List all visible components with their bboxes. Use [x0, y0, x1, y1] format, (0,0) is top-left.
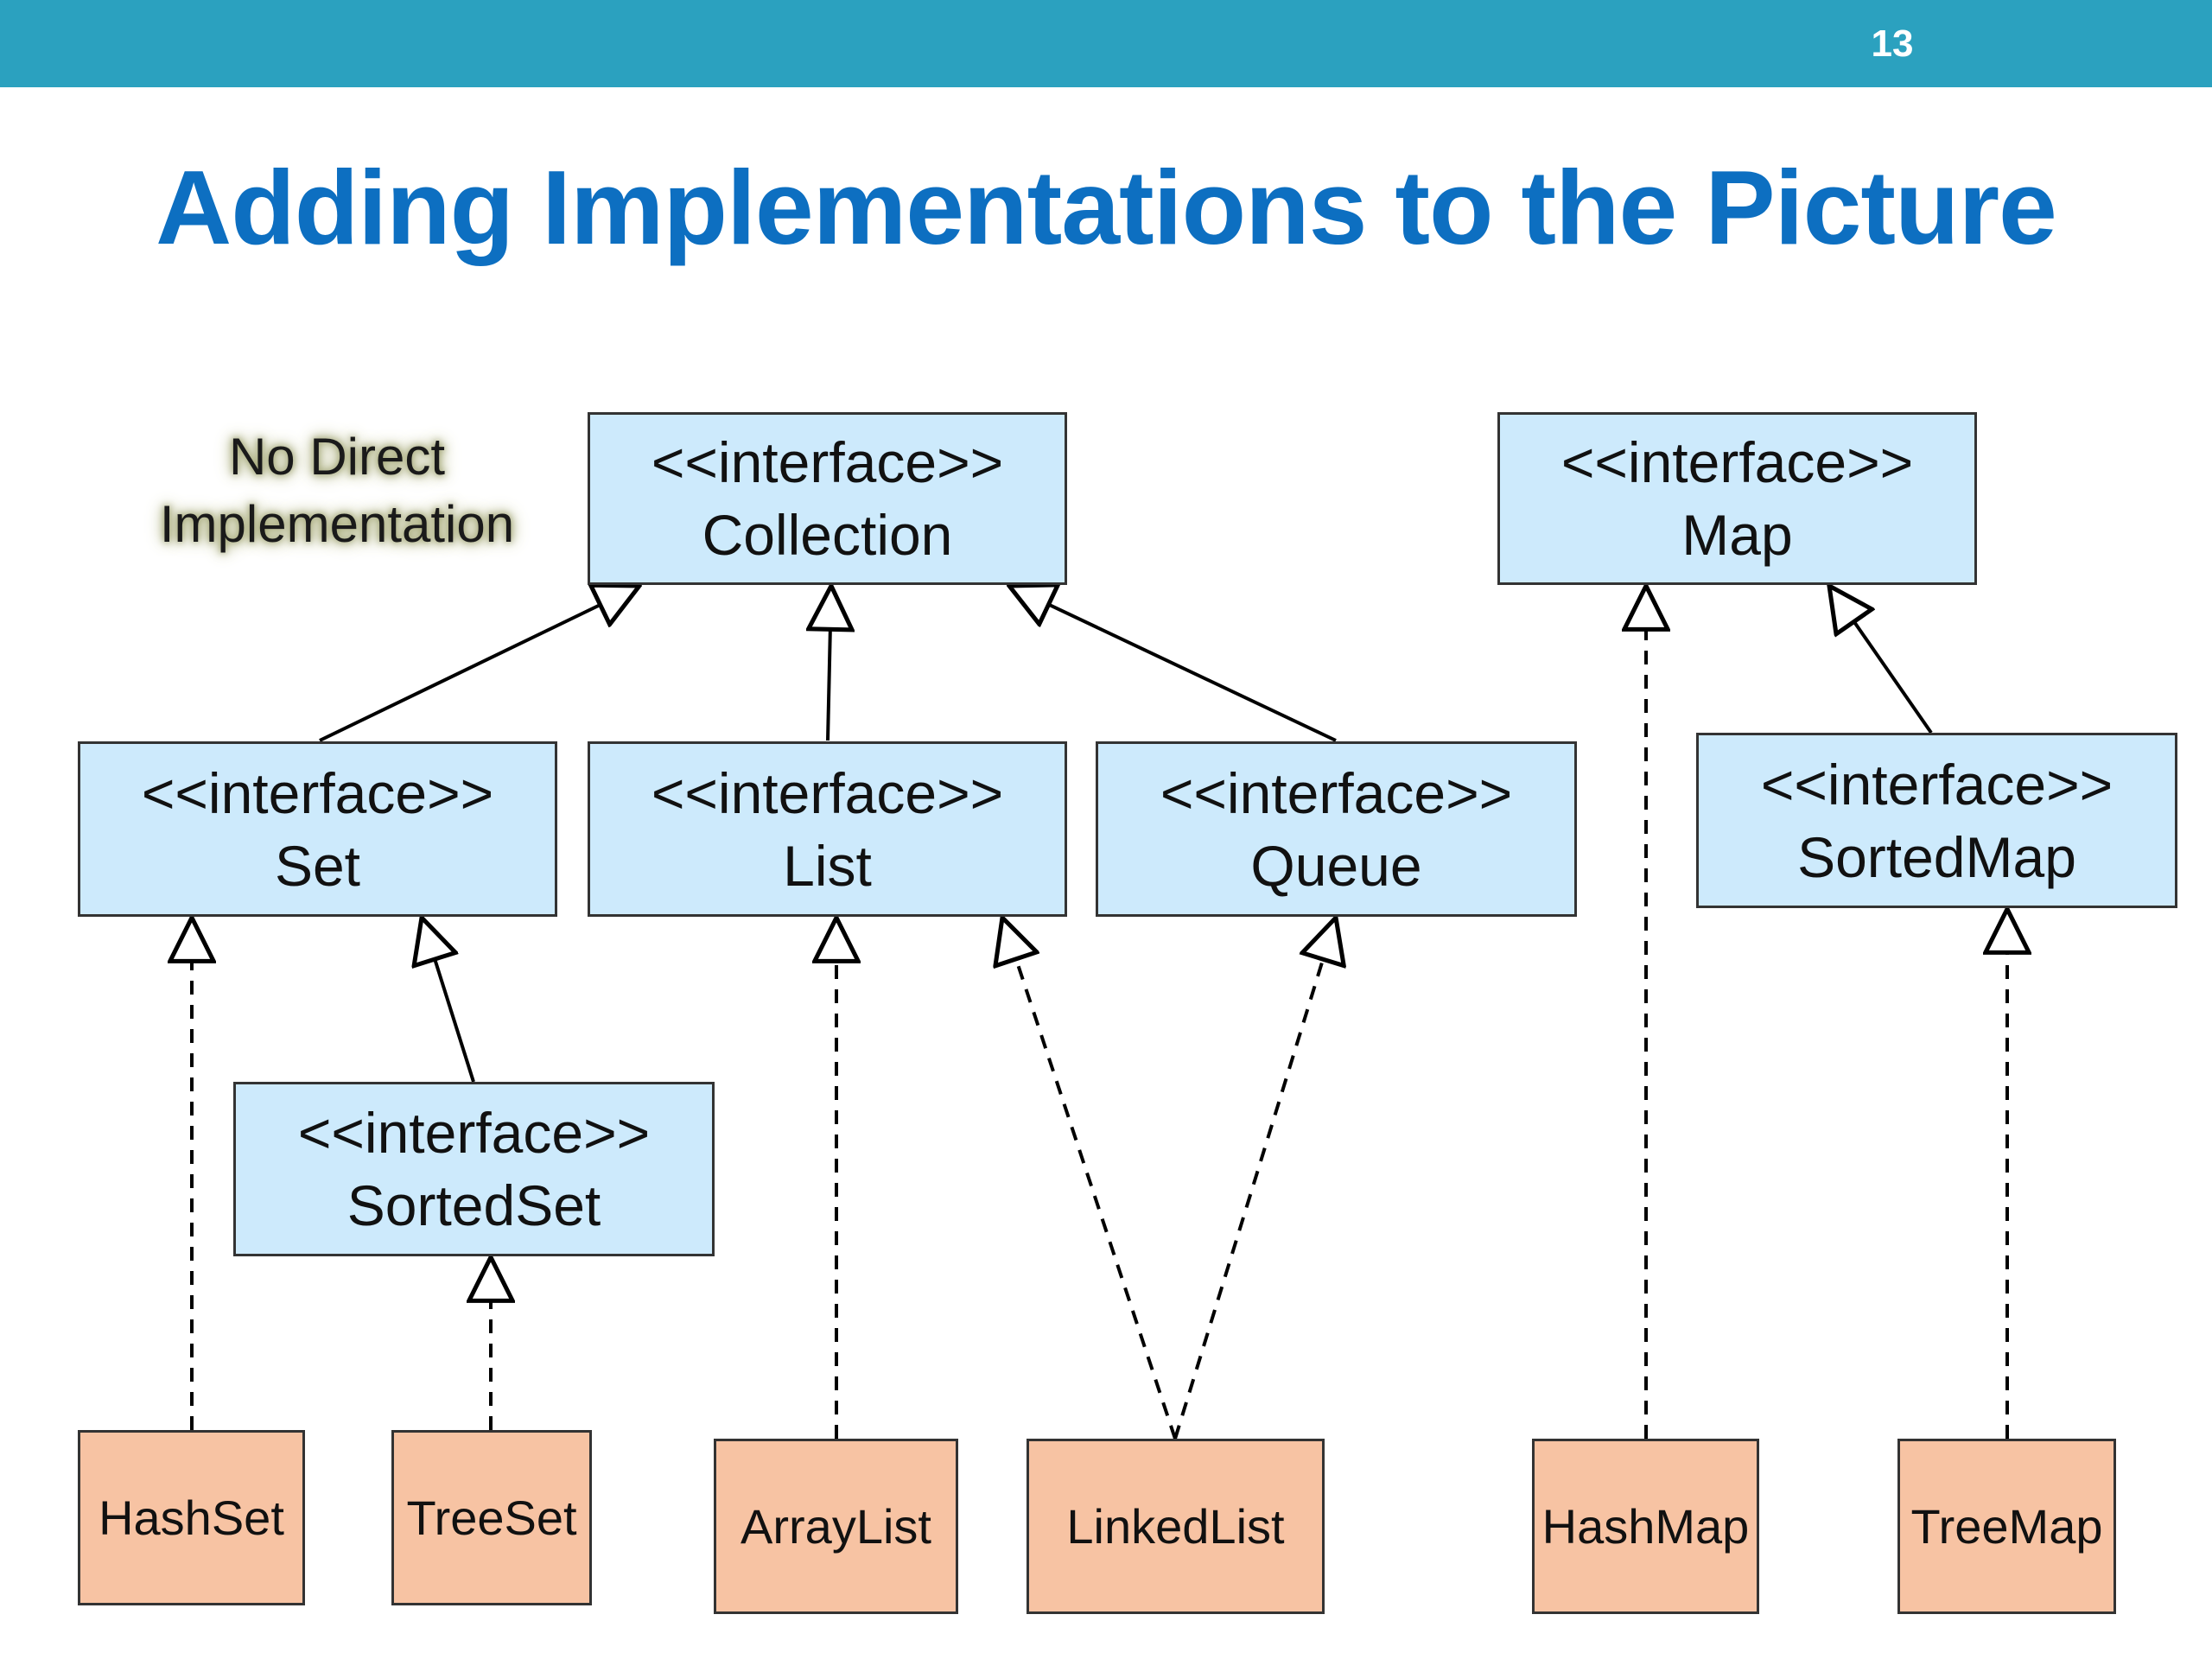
hashset-class-box: HashSet: [78, 1430, 305, 1605]
header-bar: [0, 0, 2212, 87]
collection-interface-box: <<interface>> Collection: [588, 412, 1067, 585]
stereotype-label: <<interface>>: [1760, 752, 2113, 817]
stereotype-label: <<interface>>: [297, 1101, 651, 1165]
treemap-class-box: TreeMap: [1897, 1439, 2116, 1614]
no-direct-implementation-note: No Direct Implementation: [159, 428, 515, 553]
linkedlist-class-box: LinkedList: [1027, 1439, 1325, 1614]
queue-extends-collection-arrow: [1009, 586, 1337, 742]
linkedlist-implements-queue-arrow: [1173, 918, 1336, 1440]
hashmap-name: HashMap: [1541, 1499, 1750, 1554]
page-number: 13: [1871, 22, 1914, 65]
collection-name: Collection: [702, 503, 953, 567]
treeset-name: TreeSet: [406, 1491, 577, 1545]
sortedset-extends-set-arrow: [422, 918, 475, 1083]
sortedset-name: SortedSet: [346, 1173, 601, 1237]
treeset-class-box: TreeSet: [391, 1430, 592, 1605]
linkedlist-implements-list-arrow: [1002, 918, 1177, 1440]
stereotype-label: <<interface>>: [1160, 760, 1513, 825]
slide-title: Adding Implementations to the Picture: [156, 149, 2057, 266]
sortedmap-interface-box: <<interface>> SortedMap: [1696, 733, 2177, 908]
map-name: Map: [1681, 503, 1793, 567]
map-interface-box: <<interface>> Map: [1497, 412, 1977, 585]
stereotype-label: <<interface>>: [651, 760, 1004, 825]
list-interface-box: <<interface>> List: [588, 741, 1067, 917]
arraylist-class-box: ArrayList: [714, 1439, 958, 1614]
list-name: List: [783, 833, 872, 898]
queue-name: Queue: [1250, 833, 1422, 898]
sortedmap-name: SortedMap: [1797, 824, 2076, 889]
stereotype-label: <<interface>>: [1560, 430, 1914, 494]
stereotype-label: <<interface>>: [141, 760, 494, 825]
set-name: Set: [274, 833, 361, 898]
hashmap-class-box: HashMap: [1532, 1439, 1759, 1614]
treemap-name: TreeMap: [1910, 1499, 2103, 1554]
sortedmap-extends-map-arrow: [1829, 586, 1933, 734]
linkedlist-name: LinkedList: [1066, 1499, 1285, 1554]
hashset-name: HashSet: [99, 1491, 284, 1545]
queue-interface-box: <<interface>> Queue: [1096, 741, 1577, 917]
set-interface-box: <<interface>> Set: [78, 741, 557, 917]
list-extends-collection-arrow: [828, 586, 831, 741]
stereotype-label: <<interface>>: [651, 430, 1004, 494]
sortedset-interface-box: <<interface>> SortedSet: [233, 1082, 715, 1256]
set-extends-collection-arrow: [319, 586, 639, 742]
arraylist-name: ArrayList: [741, 1499, 931, 1554]
